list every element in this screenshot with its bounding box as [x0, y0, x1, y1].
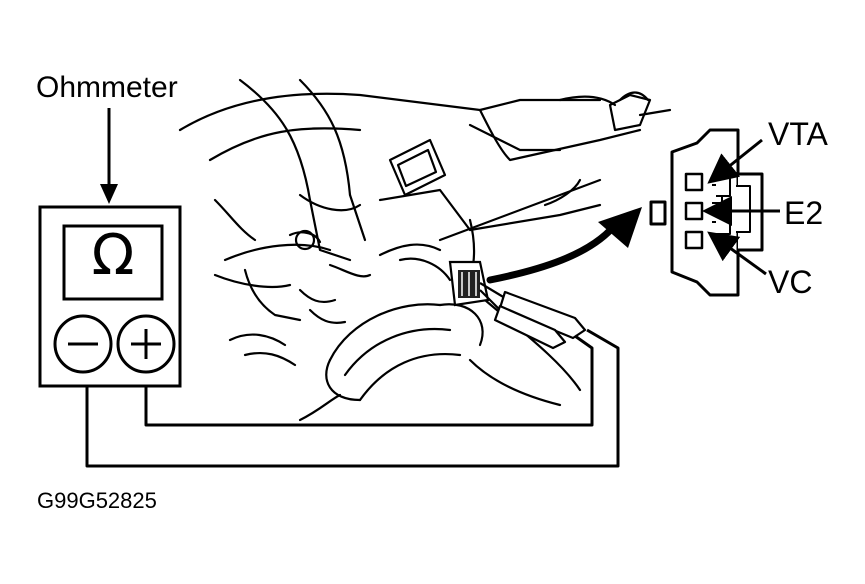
vc-terminal-label: VC [768, 264, 813, 300]
figure-code: G99G52825 [37, 488, 157, 513]
e2-terminal-label: E2 [784, 195, 824, 231]
ohmmeter-label: Ohmmeter [36, 71, 178, 104]
sensor-connector [448, 260, 490, 307]
test-probes [479, 282, 587, 350]
ohmmeter [38, 205, 182, 388]
omega-symbol: Ω [91, 223, 135, 288]
plus-circle-icon [116, 314, 176, 374]
ohmmeter-pointer-arrow [100, 108, 118, 204]
vta-terminal-label: VTA [768, 116, 828, 152]
pin-pointer-arrows [702, 138, 780, 276]
minus-circle-icon [53, 314, 113, 374]
enlarge-connector-arrow [486, 207, 642, 284]
meter-leads [85, 328, 620, 468]
engine-sketch [178, 78, 672, 422]
